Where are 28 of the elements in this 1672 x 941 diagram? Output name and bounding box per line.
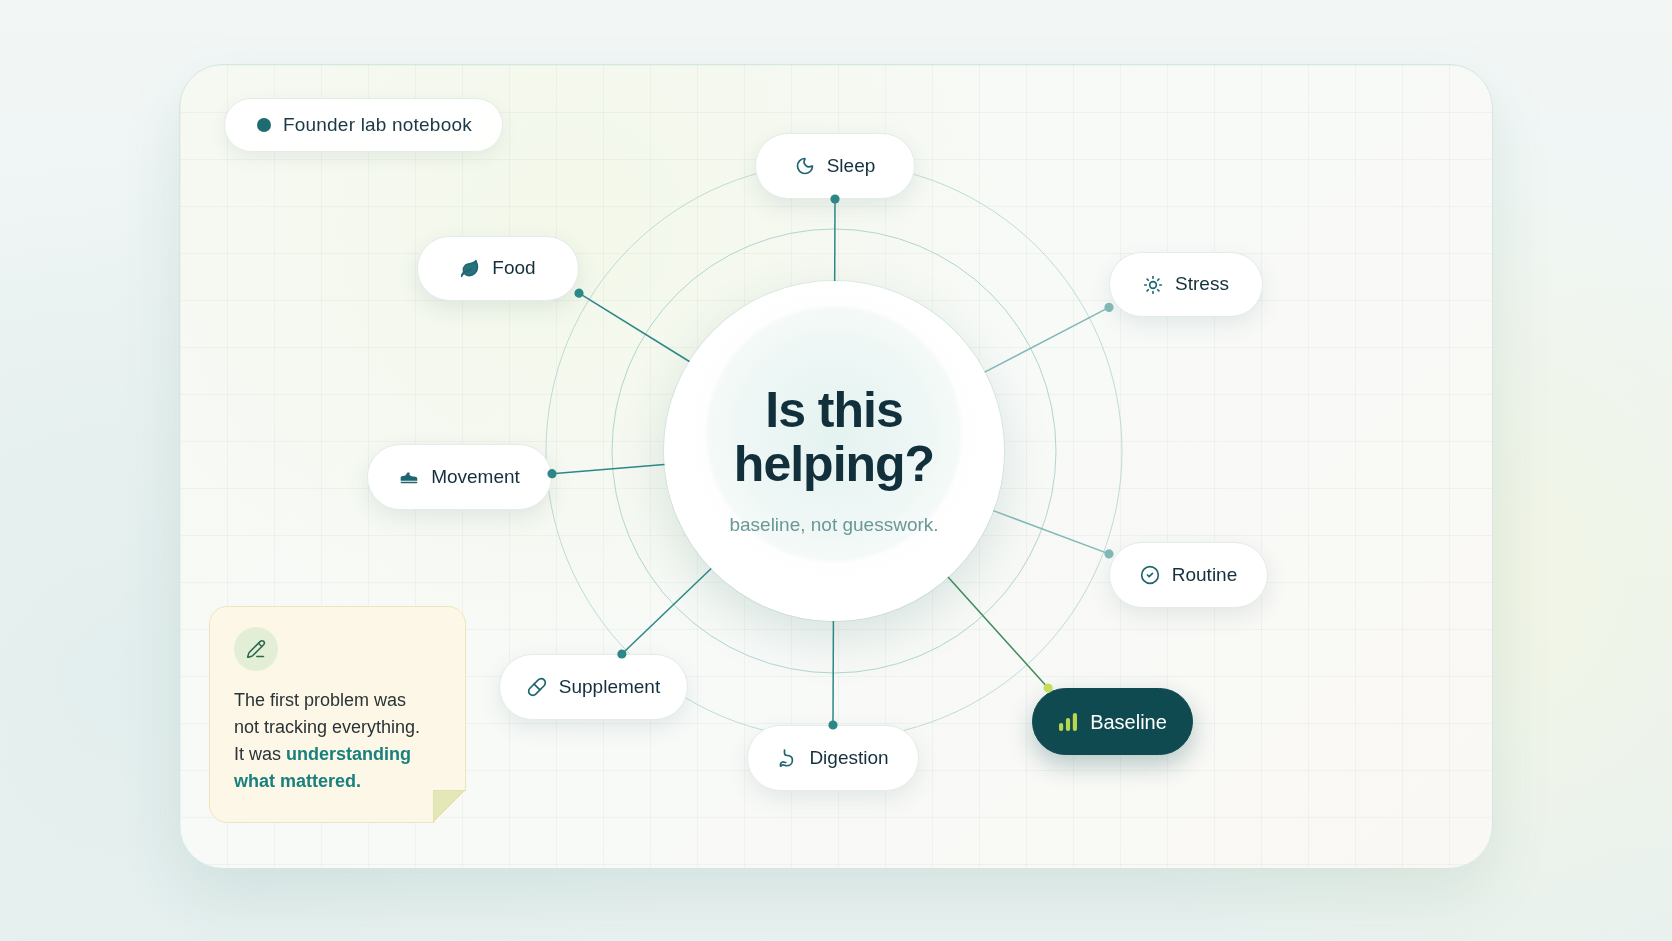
connector-line: [617, 567, 712, 659]
hub-title: Is this helping?: [732, 382, 936, 491]
topic-label: Food: [492, 256, 536, 281]
connector-line: [828, 620, 838, 730]
topic-label: Baseline: [1090, 709, 1167, 735]
topic-label: Stress: [1175, 272, 1229, 297]
topic-pill: [367, 444, 552, 510]
notebook-tag: [224, 98, 503, 152]
topic-label: Routine: [1171, 562, 1238, 587]
connector-line: [547, 463, 666, 479]
connector-line: [947, 576, 1053, 693]
topic-pill: [1109, 252, 1263, 317]
connector-line: [574, 288, 691, 363]
tag-label: Founder lab notebook: [283, 112, 472, 137]
topic-label: Sleep: [826, 153, 876, 178]
topic-label: Digestion: [809, 745, 889, 770]
topic-label: Supplement: [558, 674, 661, 699]
highlight-pill: [1032, 688, 1193, 755]
connector-line: [992, 509, 1114, 559]
connector-line: [830, 194, 840, 282]
connector-line: [983, 302, 1114, 373]
hub-subtitle: baseline, not guesswork.: [729, 512, 939, 537]
sticky-note: [209, 606, 466, 823]
topic-pill: [1109, 542, 1268, 608]
topic-pill: [417, 236, 579, 301]
topic-pill: [747, 725, 919, 791]
note-text: The first problem was not tracking everything. It was understanding what mattered.: [234, 689, 422, 793]
topic-label: Movement: [431, 464, 520, 489]
